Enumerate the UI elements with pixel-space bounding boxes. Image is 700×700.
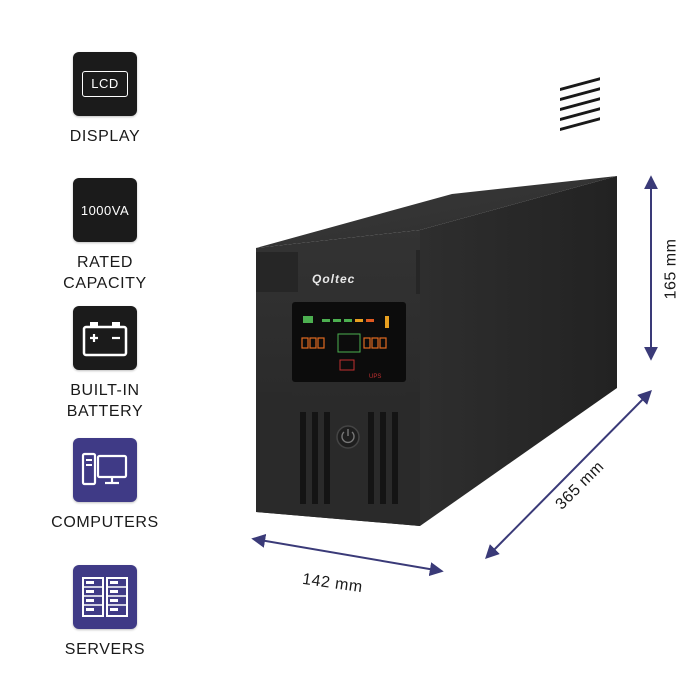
lcd-battery-indicator: [303, 316, 313, 323]
lcd-warning-box: [339, 359, 355, 371]
feature-label-line: RATED: [76, 254, 134, 271]
depth-dimension-arrow: [485, 390, 652, 559]
feature-label-line: BUILT-IN: [70, 382, 140, 399]
battery-icon: [73, 306, 137, 370]
side-vent: [560, 77, 600, 131]
feature-label: RATED CAPACITY: [63, 252, 147, 294]
lcd-readout-left: [301, 337, 325, 349]
feature-label-line: SERVERS: [64, 641, 146, 658]
width-dimension-arrow: [251, 533, 444, 577]
feature-lcd-display: LCD DISPLAY: [35, 52, 175, 147]
feature-label: BUILT-IN BATTERY: [67, 380, 144, 422]
feature-label-line: COMPUTERS: [51, 514, 159, 531]
lcd-badge-text: LCD: [91, 76, 119, 91]
front-bezel-right: [416, 250, 420, 294]
front-grille: [300, 412, 398, 504]
feature-built-in-battery: BUILT-IN BATTERY: [35, 306, 175, 422]
power-button[interactable]: [336, 425, 360, 449]
feature-computers: COMPUTERS: [35, 438, 175, 533]
ups-top-surface: [256, 176, 617, 248]
server-rack-icon: [73, 565, 137, 629]
height-dimension-label: 165 mm: [662, 238, 680, 300]
lcd-readout-right: [363, 337, 387, 349]
lcd-screen: [292, 302, 406, 382]
lcd-ups-tag: UPS: [369, 374, 381, 380]
lcd-plug-icon: [385, 316, 389, 328]
brand-logo: Qoltec: [312, 272, 355, 286]
feature-servers: SERVERS: [35, 565, 175, 660]
front-bezel-left: [256, 252, 298, 292]
feature-label-line: BATTERY: [66, 403, 144, 420]
ups-side-panel: [420, 176, 617, 526]
power-icon: [341, 429, 355, 444]
feature-label-line: DISPLAY: [69, 128, 141, 145]
computer-icon: [73, 438, 137, 502]
capacity-badge-text: 1000VA: [80, 202, 130, 218]
front-lower-panel: [256, 392, 420, 526]
feature-rated-capacity: 1000VA RATED CAPACITY: [35, 178, 175, 294]
feature-label: SERVERS: [65, 639, 145, 660]
lcd-load-bars: [322, 319, 374, 322]
feature-label: DISPLAY: [70, 126, 141, 147]
capacity-badge-icon: 1000VA: [73, 178, 137, 242]
feature-label-line: CAPACITY: [63, 275, 147, 292]
lcd-center-frame: [337, 333, 361, 353]
feature-label: COMPUTERS: [51, 512, 159, 533]
lcd-badge-icon: LCD: [73, 52, 137, 116]
